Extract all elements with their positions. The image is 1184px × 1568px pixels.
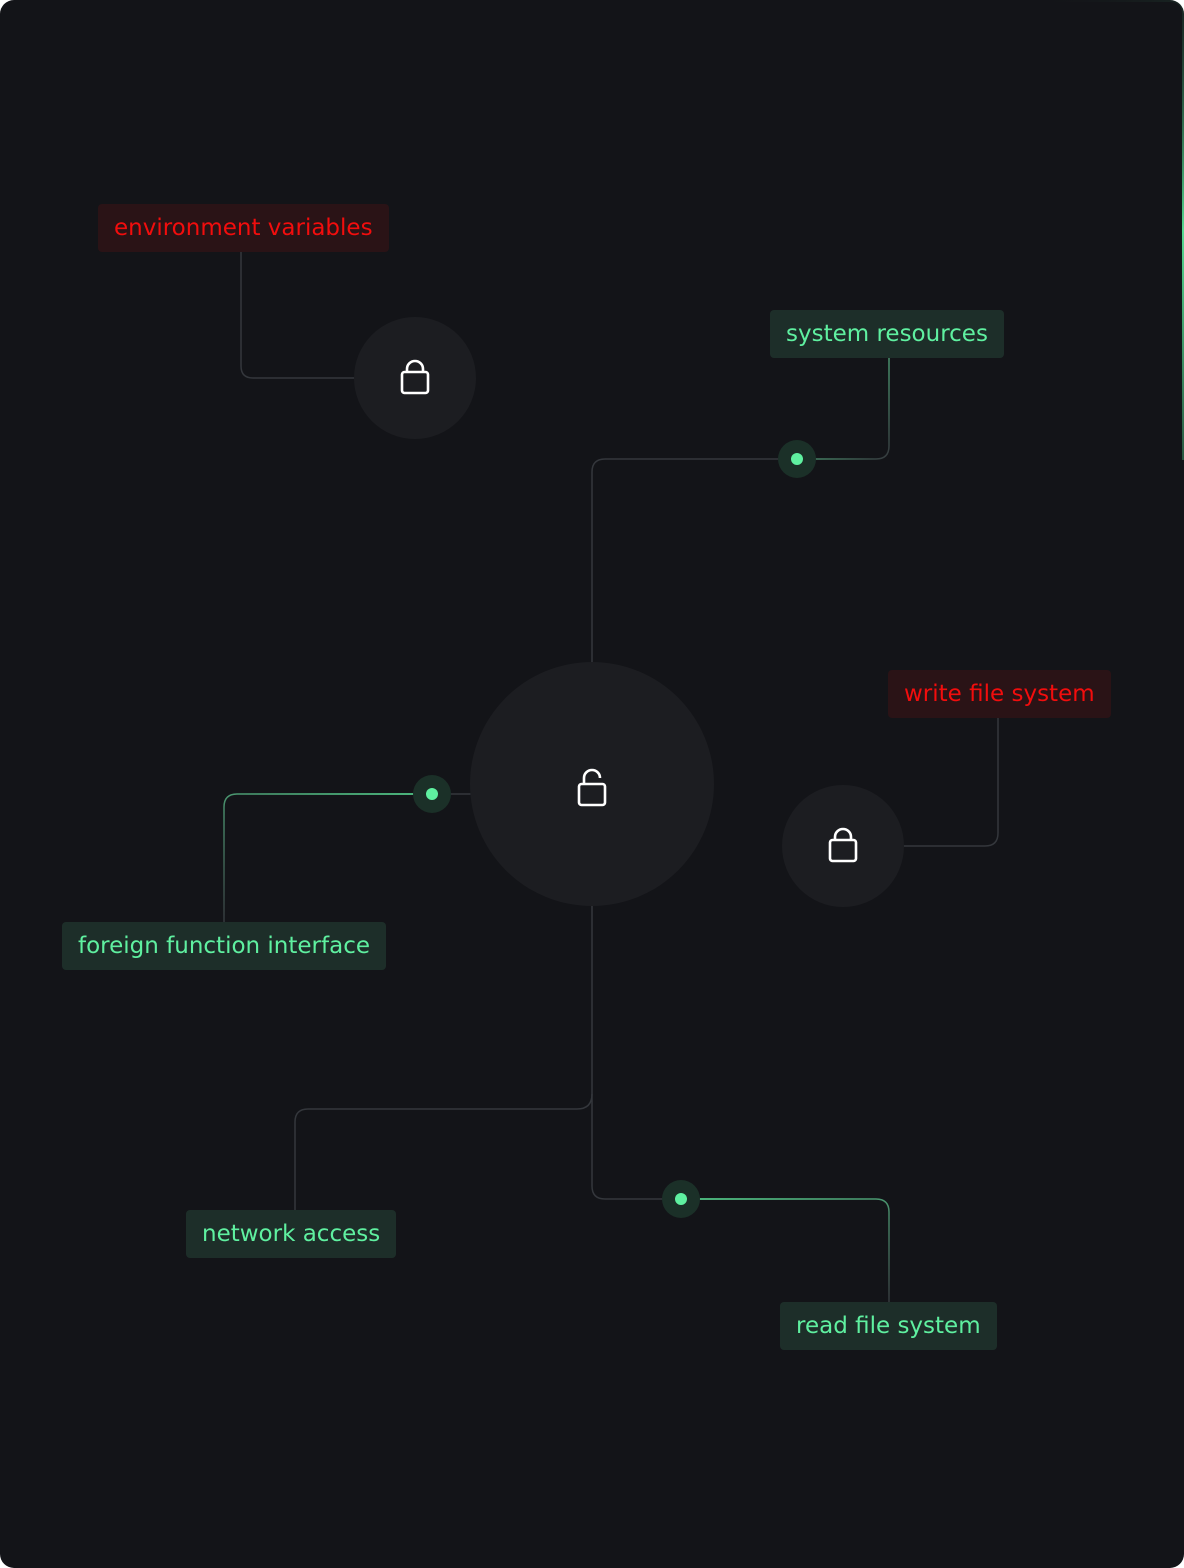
environment-lock-circle (354, 317, 476, 439)
connector-center-down (591, 906, 676, 1200)
junction-dot-read-file-system (662, 1180, 700, 1218)
label-environment-variables: environment variables (98, 204, 389, 252)
connector-environment-variables (240, 250, 356, 379)
locked-lock-icon (400, 359, 430, 395)
panel-border-glow (400, 0, 1184, 460)
connector-network-access (294, 1093, 593, 1212)
junction-dot-system-resources (778, 440, 816, 478)
label-read-file-system: read file system (780, 1302, 997, 1350)
label-system-resources: system resources (770, 310, 1004, 358)
label-network-access: network access (186, 1210, 397, 1258)
write-lock-circle (782, 785, 904, 907)
connector-foreign-function-interface (223, 793, 432, 924)
junction-dot-foreign-function-interface (413, 775, 451, 813)
label-foreign-function-interface: foreign function interface (62, 922, 386, 970)
unlocked-lock-icon (577, 768, 607, 807)
connector-read-file-system (681, 1198, 890, 1304)
connector-center-to-system (591, 458, 790, 664)
connector-system-resources (797, 356, 890, 460)
locked-lock-icon (828, 827, 858, 863)
label-write-file-system: write file system (888, 670, 1111, 718)
connector-write-file-system (902, 716, 999, 847)
